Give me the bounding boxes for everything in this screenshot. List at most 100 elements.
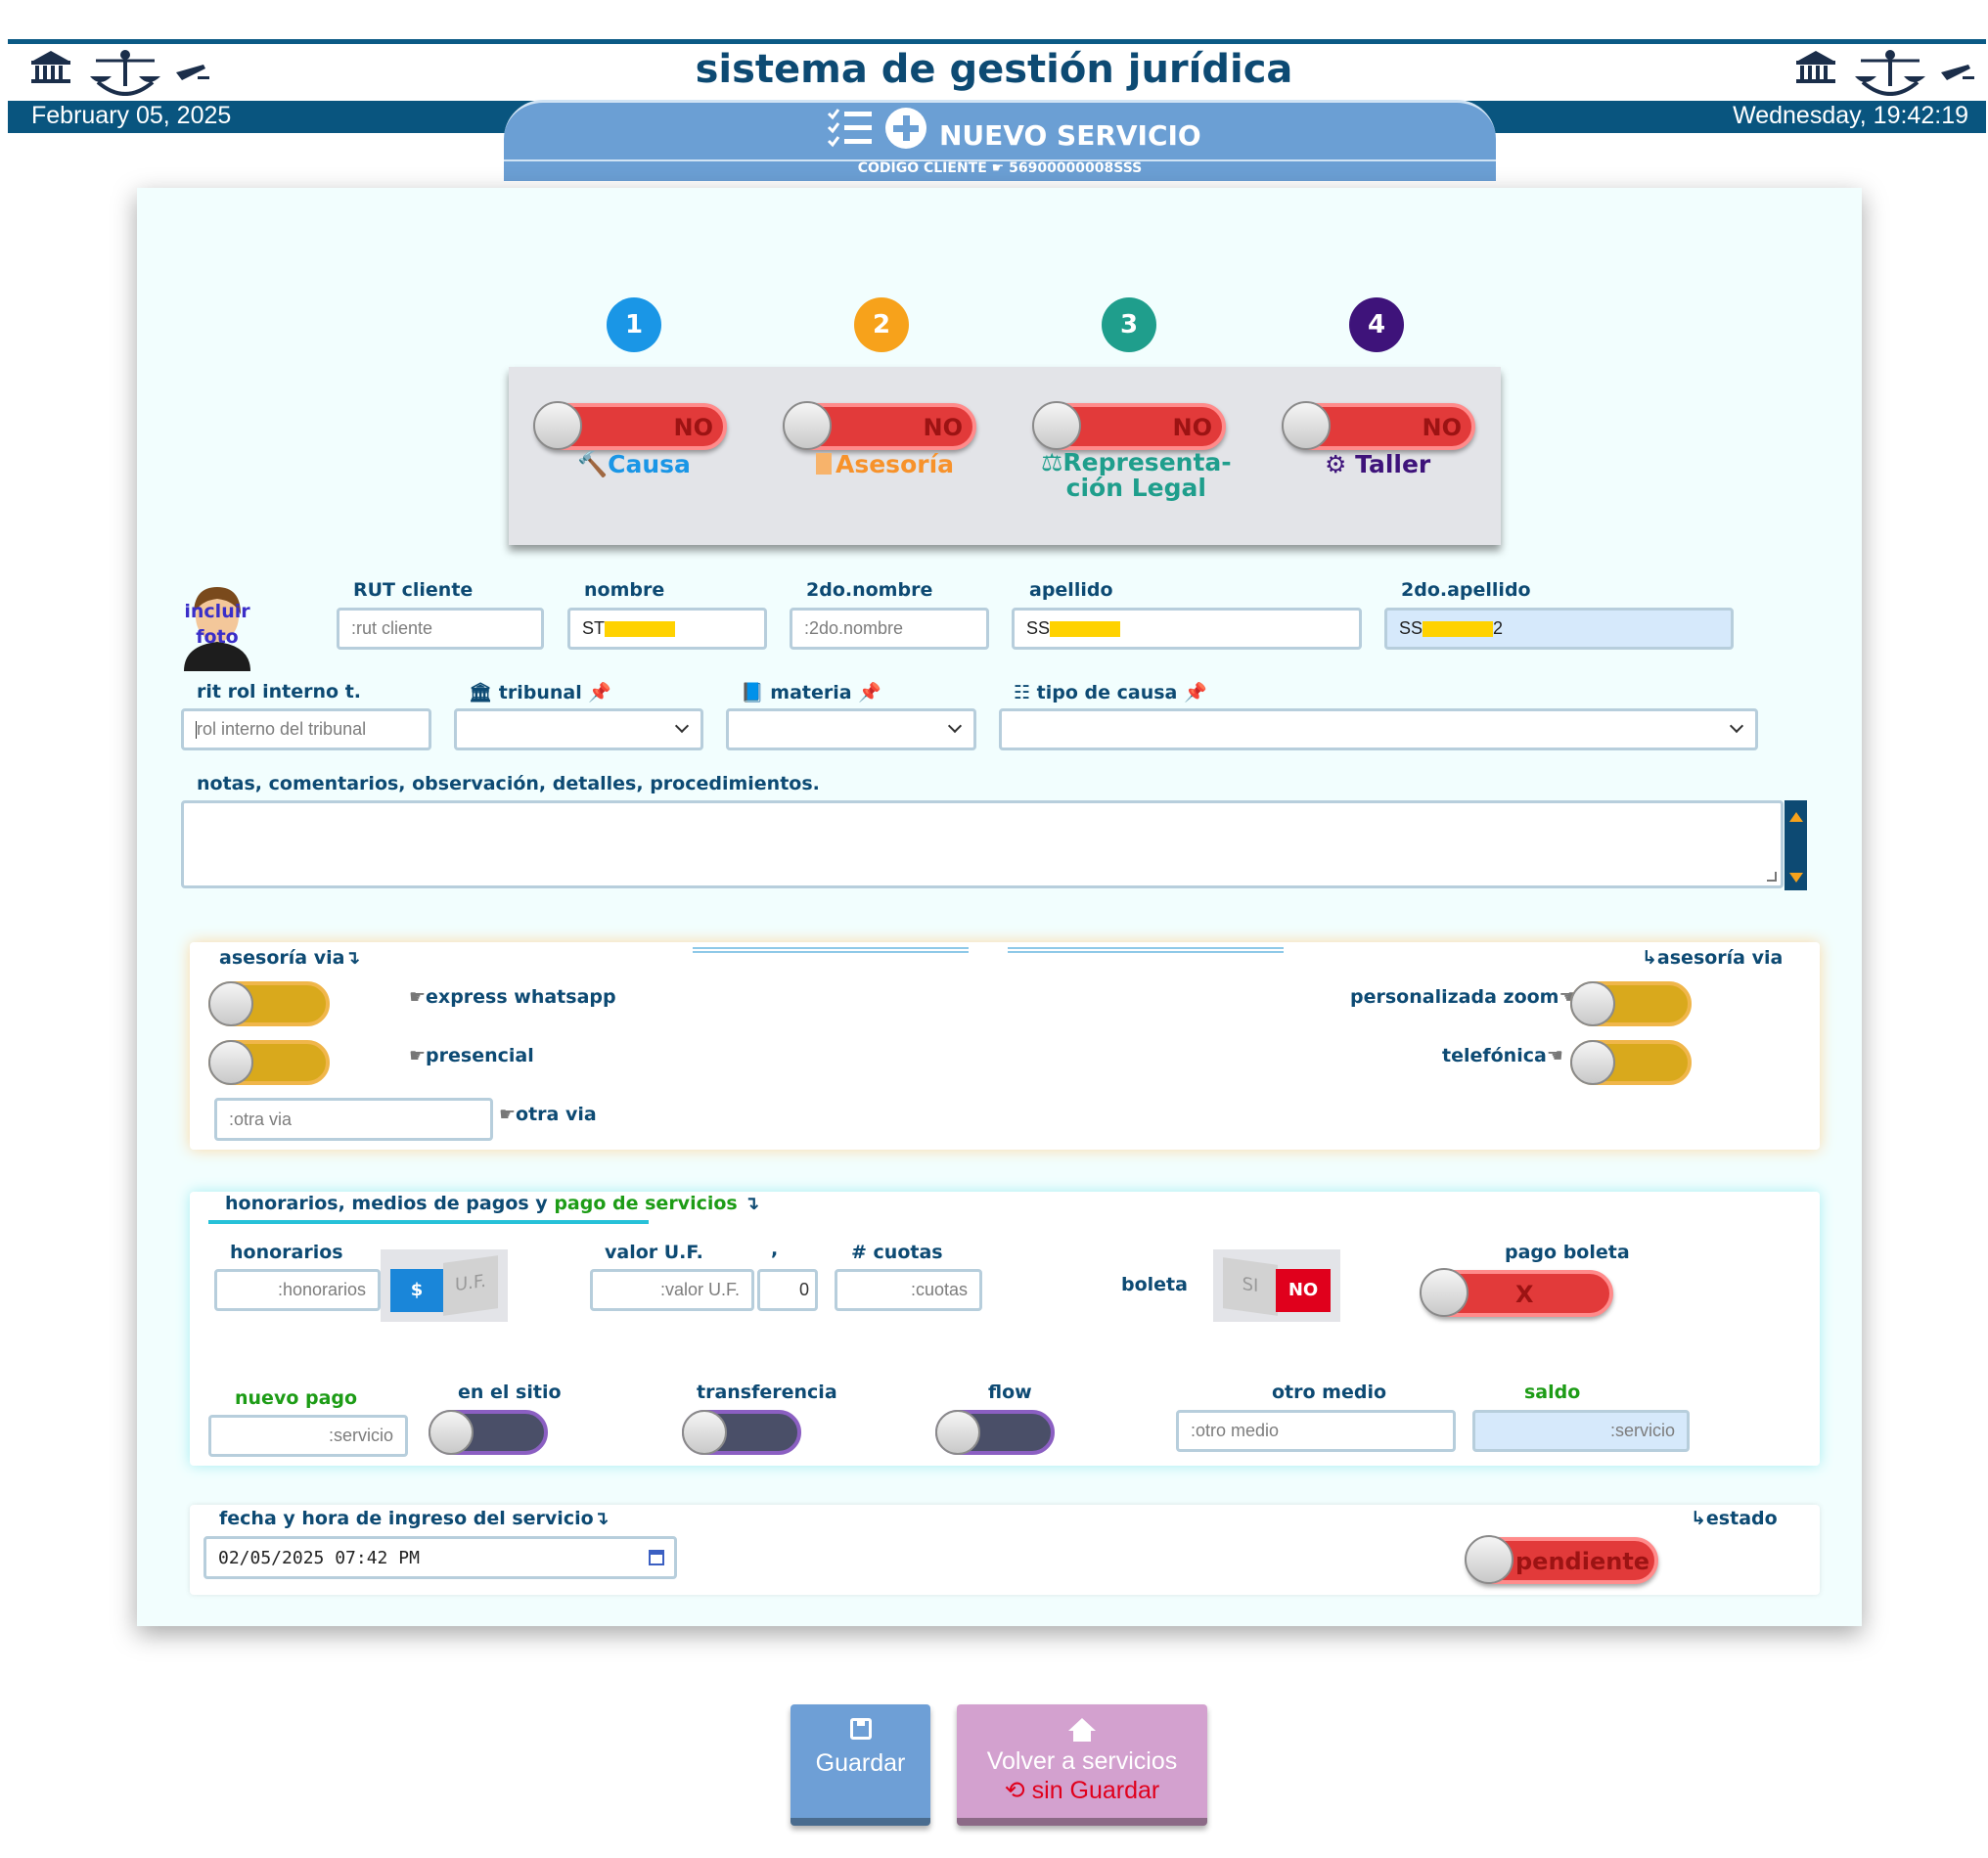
currency-uf[interactable]: U.F. [443, 1255, 498, 1316]
apellido-input[interactable]: SS [1012, 608, 1362, 650]
pointing-hand-icon: ☚ [1546, 1045, 1563, 1066]
boleta-switch[interactable]: SI NO [1213, 1249, 1340, 1322]
nombre-input[interactable]: ST [567, 608, 767, 650]
rut-input[interactable]: :rut cliente [337, 608, 544, 650]
honorarios-label: honorarios [230, 1242, 343, 1263]
asesoria-label: Asesoría [816, 450, 954, 478]
tipo-causa-select[interactable] [999, 708, 1758, 750]
plus-circle-icon [885, 108, 926, 149]
asesoria-toggle[interactable]: NO [783, 401, 976, 450]
undo-icon: ⟲ [1004, 1777, 1025, 1804]
tribunal-select[interactable] [454, 708, 703, 750]
apellido2-input[interactable]: SS 2 [1384, 608, 1734, 650]
currency-dollar[interactable]: $ [390, 1269, 443, 1312]
save-icon [849, 1718, 872, 1740]
chevron-down-icon [674, 718, 690, 734]
en-sitio-toggle[interactable] [429, 1410, 548, 1455]
otro-medio-label: otro medio [1272, 1382, 1387, 1403]
tribunal-label: 🏛 tribunal 📌 [469, 682, 611, 703]
app-title: sistema de gestión jurídica [695, 47, 1293, 92]
toggle-knob [935, 1410, 980, 1455]
section-tab [504, 100, 1496, 160]
step-3-circle: 3 [1102, 297, 1156, 352]
flow-toggle[interactable] [935, 1410, 1055, 1455]
step-4-circle: 4 [1349, 297, 1404, 352]
pointing-hand-icon: ☛ [499, 1104, 517, 1125]
estado-label: ↳estado [1691, 1508, 1778, 1529]
pago-boleta-value: X [1515, 1281, 1534, 1308]
estado-toggle[interactable]: pendiente [1465, 1535, 1658, 1584]
taller-toggle[interactable]: NO [1282, 401, 1475, 450]
step-1-circle: 1 [607, 297, 661, 352]
toggle-knob [682, 1410, 727, 1455]
comma-label: , [771, 1239, 779, 1260]
rit-input[interactable]: rol interno del tribunal [181, 708, 431, 750]
apellido2-label: 2do.apellido [1401, 579, 1531, 601]
presencial-toggle[interactable] [208, 1040, 330, 1085]
cuotas-label: # cuotas [851, 1242, 943, 1263]
toggle-knob [1570, 1040, 1615, 1085]
rit-label: rit rol interno t. [197, 681, 362, 702]
toggle-knob [208, 981, 253, 1026]
fecha-input[interactable]: 02/05/2025 07:42 PM [203, 1536, 677, 1579]
boleta-si[interactable]: SI [1223, 1257, 1278, 1316]
toggle-knob [429, 1410, 474, 1455]
valor-uf-input[interactable]: :valor U.F. [590, 1269, 754, 1311]
top-border [8, 39, 1986, 44]
honorarios-input[interactable]: :honorarios [214, 1269, 381, 1311]
transferencia-label: transferencia [697, 1382, 837, 1403]
notas-textarea[interactable] [181, 800, 1784, 888]
toggle-knob [1282, 401, 1331, 450]
otra-via-input[interactable]: :otra via [214, 1098, 493, 1141]
currency-switch[interactable]: $ U.F. [381, 1249, 508, 1322]
causa-toggle[interactable]: NO [533, 401, 727, 450]
asesoria-left-title: asesoría via↴ [219, 947, 361, 969]
pago-boleta-toggle[interactable]: X [1420, 1268, 1613, 1317]
toggle-knob [1465, 1535, 1514, 1584]
scroll-up-icon[interactable] [1789, 812, 1803, 822]
zoom-toggle[interactable] [1570, 981, 1692, 1026]
checklist-icon [827, 109, 872, 148]
chevron-down-icon [1729, 718, 1744, 734]
calendar-icon[interactable] [649, 1550, 664, 1565]
pin-icon: 📌 [588, 682, 611, 703]
list-icon: ☷ [1014, 682, 1031, 703]
guardar-label: Guardar [815, 1749, 906, 1777]
toggle-knob [208, 1040, 253, 1085]
materia-select[interactable] [726, 708, 976, 750]
scroll-down-icon[interactable] [1789, 873, 1803, 883]
decimal-input[interactable]: 0 [757, 1269, 818, 1311]
telefonica-toggle[interactable] [1570, 1040, 1692, 1085]
volver-button[interactable]: Volver a servicios ⟲ sin Guardar [957, 1704, 1207, 1826]
toggle-knob [1032, 401, 1081, 450]
boleta-no[interactable]: NO [1276, 1269, 1331, 1312]
guardar-button[interactable]: Guardar [791, 1704, 930, 1826]
otra-via-label: ☛otra via [499, 1104, 597, 1125]
gavel-icon: 🔨 [577, 450, 609, 478]
toggle-knob [783, 401, 832, 450]
redaction-mark [1423, 620, 1494, 637]
text-cursor [196, 720, 197, 739]
causa-toggle-text: NO [673, 414, 714, 441]
apellido-label: apellido [1029, 579, 1113, 601]
asesoria-right-title: ↳asesoría via [1642, 947, 1784, 969]
transferencia-toggle[interactable] [682, 1410, 801, 1455]
nuevo-pago-input[interactable]: :servicio [208, 1415, 408, 1457]
notas-scrollbar[interactable] [1785, 800, 1807, 890]
representacion-toggle[interactable]: NO [1032, 401, 1226, 450]
document-icon [816, 453, 832, 475]
saldo-input[interactable]: :servicio [1472, 1410, 1690, 1452]
materia-label: 📘 materia 📌 [741, 682, 881, 703]
otro-medio-input[interactable]: :otro medio [1176, 1410, 1456, 1452]
express-whatsapp-toggle[interactable] [208, 981, 330, 1026]
current-date: February 05, 2025 [31, 102, 232, 129]
home-icon [1068, 1718, 1096, 1731]
nombre2-input[interactable]: :2do.nombre [790, 608, 989, 650]
toggle-knob [1570, 981, 1615, 1026]
redaction-mark [605, 620, 676, 637]
notas-label: notas, comentarios, observación, detalle… [197, 773, 820, 794]
cuotas-input[interactable]: :cuotas [835, 1269, 982, 1311]
chevron-down-icon [947, 718, 963, 734]
